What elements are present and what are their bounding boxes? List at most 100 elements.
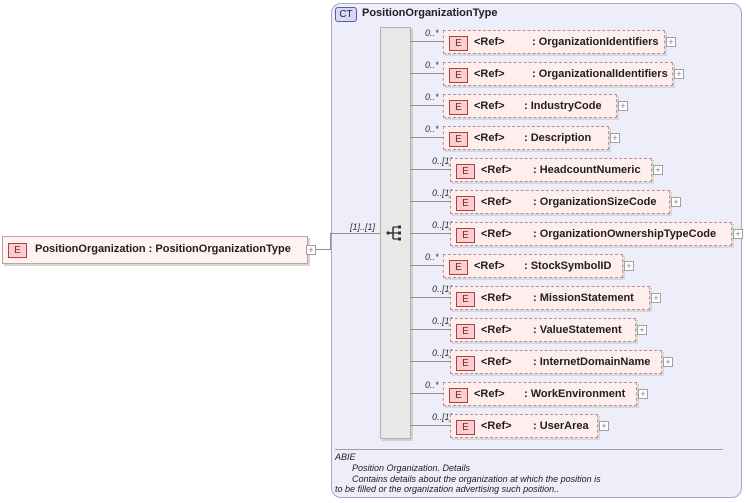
child-element[interactable]: E <Ref> : OrganizationIdentifiers xyxy=(443,30,665,54)
annotation-title: ABIE xyxy=(335,452,356,462)
complex-type-badge: CT xyxy=(335,7,357,22)
root-cardinality: [1]..[1] xyxy=(350,222,376,232)
child-element[interactable]: E <Ref> : OrganizationSizeCode xyxy=(450,190,670,214)
element-badge: E xyxy=(449,36,468,51)
child-element-name: : Description xyxy=(524,132,592,144)
element-badge: E xyxy=(456,420,475,435)
ref-label: <Ref> xyxy=(481,324,512,336)
annotation-divider xyxy=(335,449,723,450)
child-cardinality: 0..[1] xyxy=(432,284,453,294)
ref-label: <Ref> xyxy=(481,292,512,304)
child-cardinality: 0..* xyxy=(425,124,439,134)
child-element-name: : MissionStatement xyxy=(533,292,634,304)
ref-label: <Ref> xyxy=(474,100,505,112)
annotation-line: Contains details about the organization … xyxy=(352,474,601,484)
child-element[interactable]: E <Ref> : StockSymbolID xyxy=(443,254,623,278)
child-cardinality: 0..[1] xyxy=(432,156,453,166)
element-badge: E xyxy=(456,228,475,243)
expand-icon[interactable]: + xyxy=(651,293,661,303)
ref-label: <Ref> xyxy=(474,36,505,48)
element-badge: E xyxy=(8,243,27,258)
element-badge: E xyxy=(456,164,475,179)
expand-icon[interactable]: + xyxy=(663,357,673,367)
root-element-label: PositionOrganization : PositionOrganizat… xyxy=(35,243,291,255)
child-element-name: : WorkEnvironment xyxy=(524,388,626,400)
element-badge: E xyxy=(456,324,475,339)
ref-label: <Ref> xyxy=(474,260,505,272)
element-badge: E xyxy=(456,292,475,307)
child-element[interactable]: E <Ref> : OrganizationOwnershipTypeCode xyxy=(450,222,732,246)
child-element-name: : OrganizationalIdentifiers xyxy=(532,68,668,80)
element-badge: E xyxy=(456,196,475,211)
child-element[interactable]: E <Ref> : MissionStatement xyxy=(450,286,650,310)
expand-icon[interactable]: + xyxy=(618,101,628,111)
connector-line xyxy=(410,41,443,42)
connector-line xyxy=(410,137,443,138)
ref-label: <Ref> xyxy=(474,68,505,80)
root-element[interactable]: E PositionOrganization : PositionOrganiz… xyxy=(2,236,308,264)
child-element[interactable]: E <Ref> : OrganizationalIdentifiers xyxy=(443,62,673,86)
expand-icon[interactable]: + xyxy=(733,229,743,239)
expand-icon[interactable]: + xyxy=(653,165,663,175)
expand-icon[interactable]: + xyxy=(306,245,316,255)
ref-label: <Ref> xyxy=(481,420,512,432)
child-element[interactable]: E <Ref> : ValueStatement xyxy=(450,318,636,342)
expand-icon[interactable]: + xyxy=(671,197,681,207)
child-cardinality: 0..[1] xyxy=(432,412,453,422)
child-cardinality: 0..[1] xyxy=(432,220,453,230)
child-element[interactable]: E<Ref>: HeadcountNumeric xyxy=(450,158,652,182)
complex-type-title: PositionOrganizationType xyxy=(362,7,498,19)
connector-line xyxy=(410,393,443,394)
child-cardinality: 0..* xyxy=(425,28,439,38)
ref-label: <Ref> xyxy=(481,164,512,176)
ref-label: <Ref> xyxy=(481,356,512,368)
ref-label: <Ref> xyxy=(474,132,505,144)
sequence-icon xyxy=(386,225,401,241)
expand-icon[interactable]: + xyxy=(624,261,634,271)
connector-line xyxy=(410,73,443,74)
connector-line xyxy=(410,201,450,202)
connector-line xyxy=(410,425,450,426)
ref-label: <Ref> xyxy=(481,196,512,208)
child-cardinality: 0..[1] xyxy=(432,348,453,358)
element-badge: E xyxy=(449,68,468,83)
child-element-name: : ValueStatement xyxy=(533,324,622,336)
connector-line xyxy=(410,361,450,362)
child-cardinality: 0..* xyxy=(425,380,439,390)
connector-line xyxy=(316,249,330,250)
child-element[interactable]: E <Ref> : Description xyxy=(443,126,609,150)
connector-line xyxy=(410,265,443,266)
child-element-name: : StockSymbolID xyxy=(524,260,612,272)
expand-icon[interactable]: + xyxy=(637,325,647,335)
child-cardinality: 0..[1] xyxy=(432,316,453,326)
connector-line xyxy=(410,233,450,234)
child-element[interactable]: E <Ref> : InternetDomainName xyxy=(450,350,662,374)
expand-icon[interactable]: + xyxy=(610,133,620,143)
child-element-name: : OrganizationOwnershipTypeCode xyxy=(533,228,717,240)
expand-icon[interactable]: + xyxy=(638,389,648,399)
child-element[interactable]: E<Ref>: WorkEnvironment xyxy=(443,382,637,406)
child-cardinality: 0..* xyxy=(425,252,439,262)
connector-line xyxy=(410,105,443,106)
child-element[interactable]: E<Ref>: IndustryCode xyxy=(443,94,617,118)
ref-label: <Ref> xyxy=(481,228,512,240)
annotation-line: Position Organization. Details xyxy=(352,463,471,473)
child-element-name: : OrganizationSizeCode xyxy=(533,196,657,208)
element-badge: E xyxy=(449,388,468,403)
connector-line xyxy=(410,297,450,298)
child-element-name: : OrganizationIdentifiers xyxy=(532,36,659,48)
element-badge: E xyxy=(449,260,468,275)
element-badge: E xyxy=(449,132,468,147)
connector-line xyxy=(410,169,450,170)
annotation-line: to be filled or the organization adverti… xyxy=(335,484,560,494)
element-badge: E xyxy=(456,356,475,371)
expand-icon[interactable]: + xyxy=(599,421,609,431)
element-badge: E xyxy=(449,100,468,115)
child-element[interactable]: E <Ref> : UserArea xyxy=(450,414,598,438)
child-element-name: : UserArea xyxy=(533,420,589,432)
expand-icon[interactable]: + xyxy=(674,69,684,79)
expand-icon[interactable]: + xyxy=(666,37,676,47)
child-element-name: : InternetDomainName xyxy=(533,356,651,368)
child-cardinality: 0..* xyxy=(425,60,439,70)
child-cardinality: 0..[1] xyxy=(432,188,453,198)
